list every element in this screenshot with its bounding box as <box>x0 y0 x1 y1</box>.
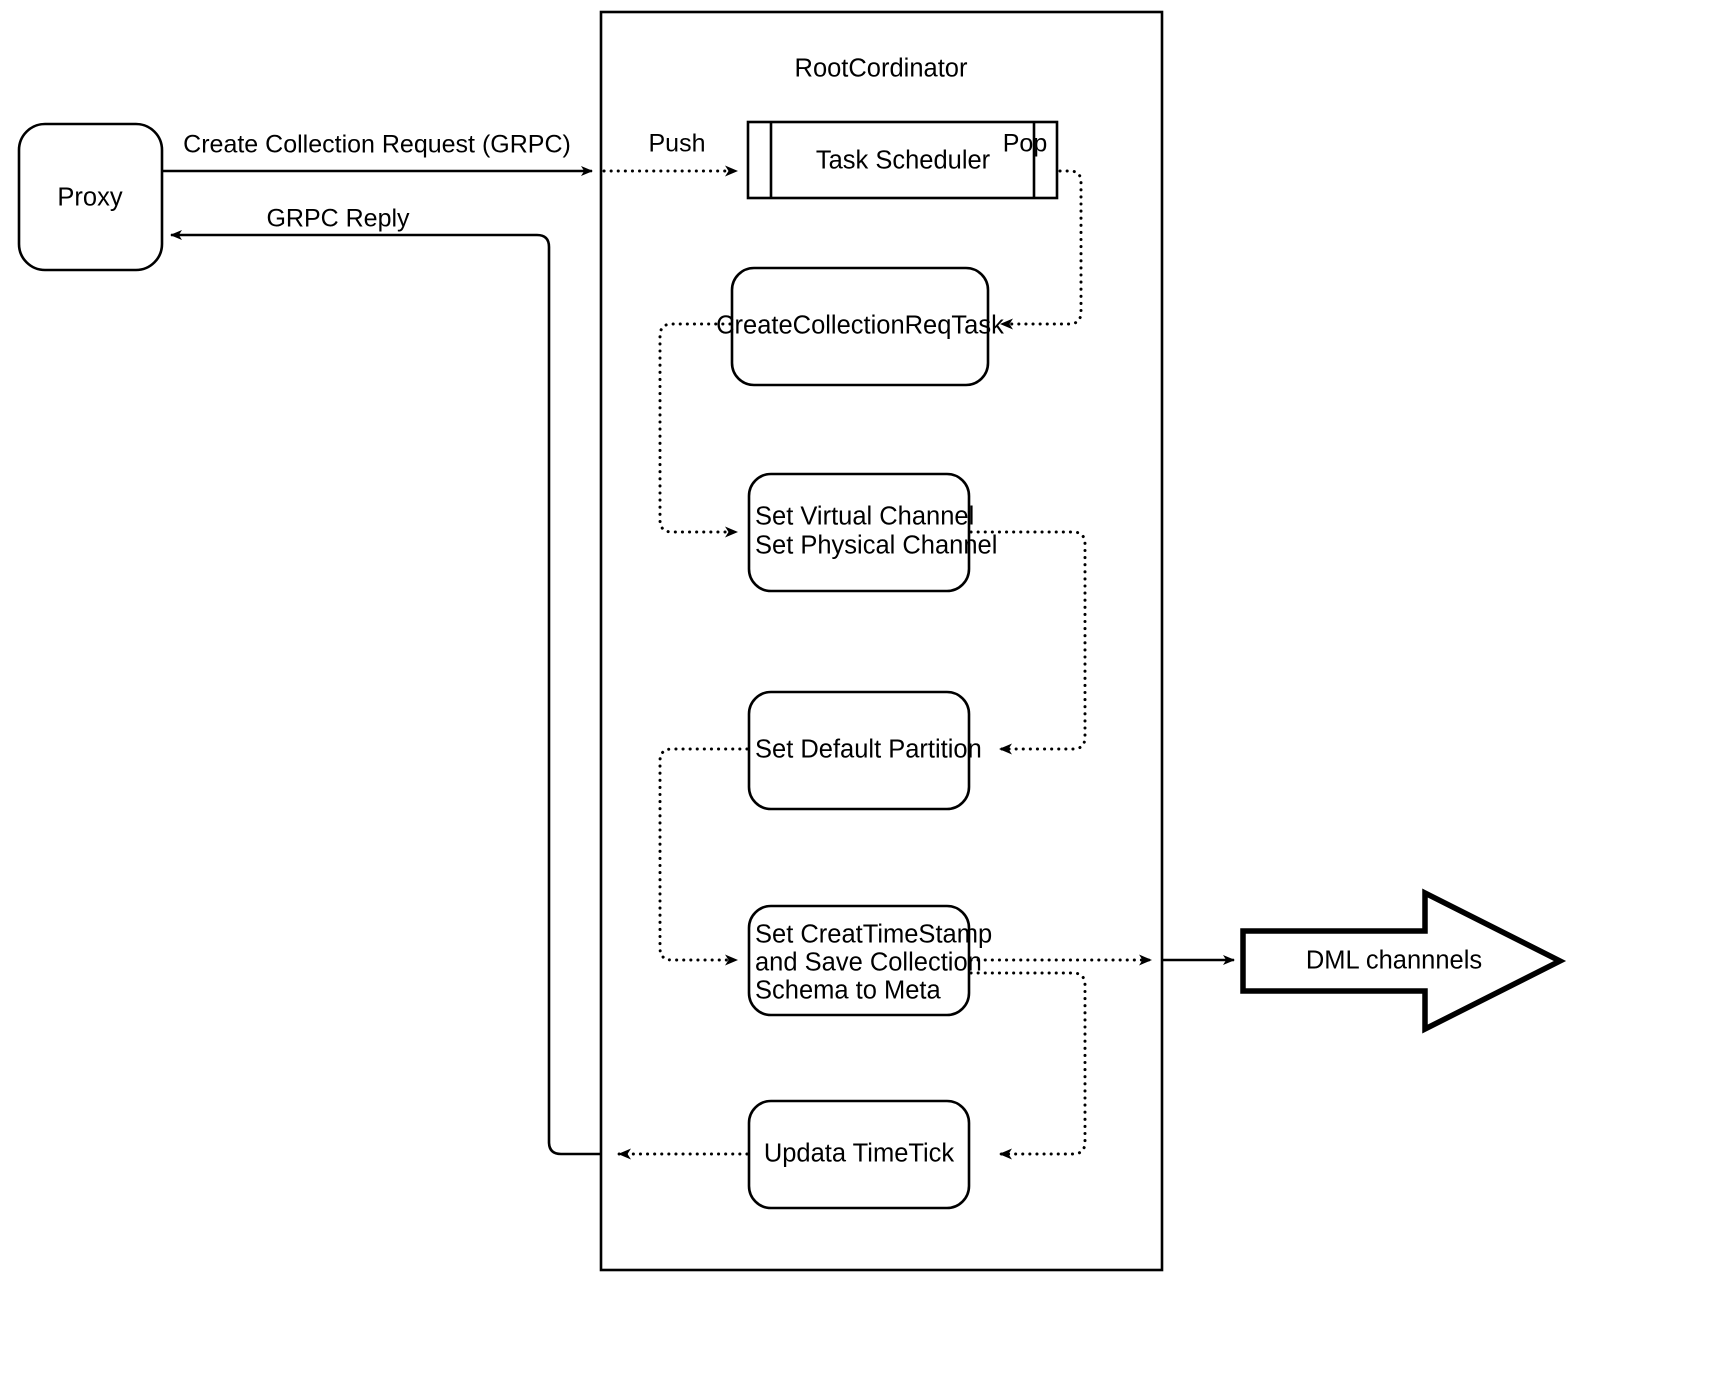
node-set-default-partition[interactable] <box>747 690 971 811</box>
edge-create-timestamp-to-update-timetick <box>969 971 1087 1160</box>
node-set-channels-label-line1: Set Virtual Channel <box>755 503 974 531</box>
node-set-default-partition-label: Set Default Partition <box>755 736 982 764</box>
edge-create-collection-request-label: Create Collection Request (GRPC) <box>183 131 571 159</box>
node-task-scheduler-label: Task Scheduler <box>816 147 991 175</box>
node-task-scheduler[interactable] <box>746 120 1059 200</box>
edge-set-channels-to-default-partition <box>969 530 1087 755</box>
edge-pop <box>999 169 1083 330</box>
rootcoordinator-title: RootCordinator <box>795 55 968 83</box>
node-dml-channels[interactable] <box>1240 888 1567 1034</box>
node-set-channels-label-line2: Set Physical Channel <box>755 532 997 560</box>
edge-pop-label: Pop <box>1003 130 1047 158</box>
node-create-collection-req-task-label: CreateCollectionReqTask <box>716 312 1004 340</box>
node-update-timetick-label: Updata TimeTick <box>764 1140 955 1168</box>
edge-grpc-reply <box>170 230 601 1156</box>
node-proxy[interactable] <box>17 122 164 272</box>
node-proxy-label: Proxy <box>57 184 122 212</box>
node-set-channels[interactable] <box>747 472 971 593</box>
node-set-create-timestamp-label-line2: and Save Collection <box>755 949 982 977</box>
node-dml-channels-label: DML channnels <box>1306 947 1482 975</box>
node-set-create-timestamp[interactable] <box>747 904 971 1017</box>
edge-grpc-reply-label: GRPC Reply <box>266 205 410 233</box>
node-update-timetick[interactable] <box>747 1099 971 1210</box>
node-set-create-timestamp-label-line3: Schema to Meta <box>755 977 941 1005</box>
rootcoordinator-frame <box>599 10 1164 1272</box>
node-create-collection-req-task[interactable] <box>730 266 990 387</box>
edge-reqtask-to-set-channels <box>658 322 739 538</box>
node-set-create-timestamp-label-line1: Set CreatTimeStamp <box>755 921 992 949</box>
edge-push-label: Push <box>649 130 706 158</box>
